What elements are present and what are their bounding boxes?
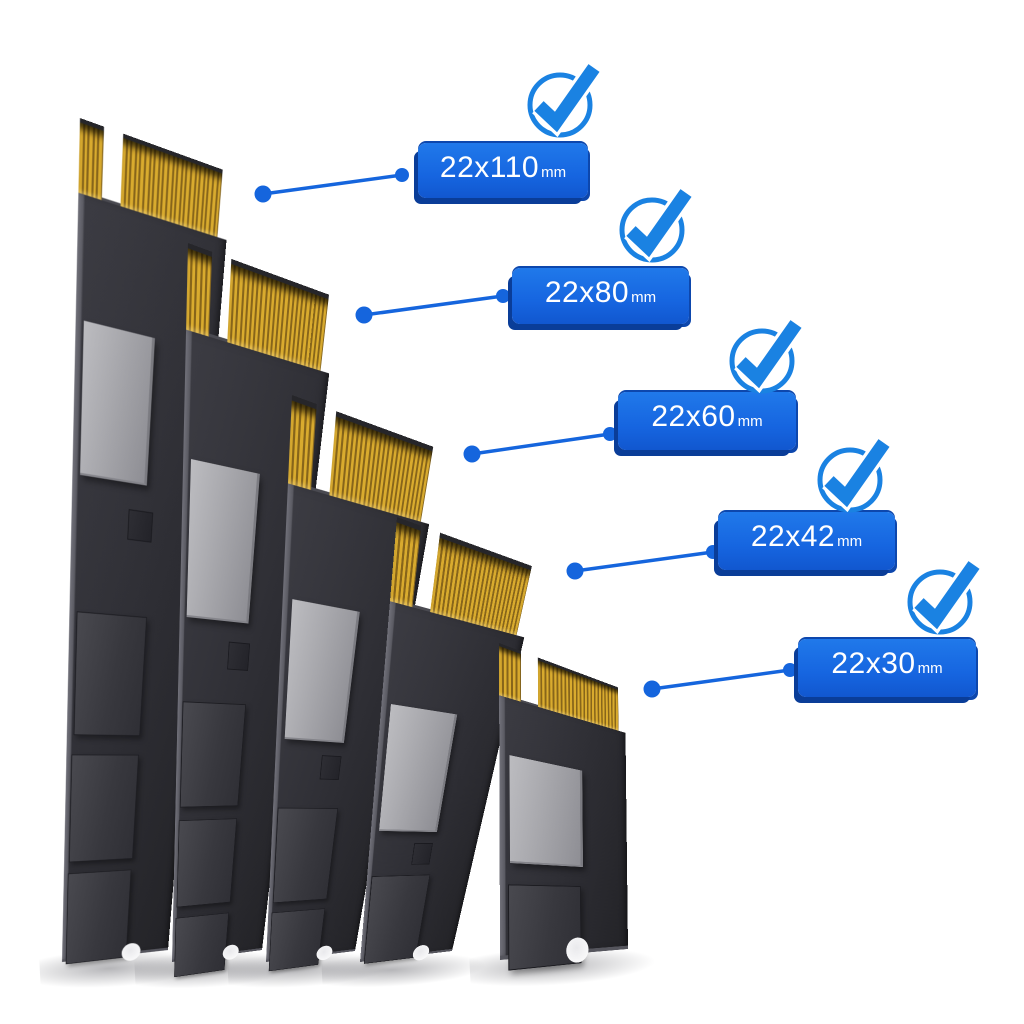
controller-chip <box>186 458 260 624</box>
mounting-notch <box>566 936 589 964</box>
connector-pins-left <box>186 243 213 337</box>
small-component-chip <box>127 509 154 543</box>
size-label: 22x110 <box>439 151 540 184</box>
small-component-chip <box>319 755 342 781</box>
unit-label: mm <box>631 289 657 306</box>
leader-dot <box>603 427 617 441</box>
pcb-body <box>499 695 628 971</box>
leader-dot <box>355 306 373 324</box>
leader-dot <box>566 562 584 580</box>
check-circle-icon <box>817 437 893 513</box>
check-circle-icon <box>527 62 603 138</box>
size-label: 22x30 <box>831 647 916 680</box>
size-label: 22x60 <box>651 400 736 433</box>
ssd-card-22x30 <box>499 643 628 971</box>
nand-flash-chip <box>179 701 247 808</box>
size-label: 22x80 <box>544 276 630 309</box>
nand-flash-chip <box>272 807 339 904</box>
unit-label: mm <box>541 164 567 181</box>
leader-dot <box>643 680 661 698</box>
size-label: 22x42 <box>750 520 836 553</box>
nand-flash-chip <box>68 754 139 863</box>
controller-chip <box>379 704 458 833</box>
small-component-chip <box>227 641 251 671</box>
connector-pins-left <box>499 643 522 702</box>
leader-line <box>471 432 611 456</box>
leader-line <box>574 550 714 573</box>
leader-dot <box>254 185 272 203</box>
check-circle-icon <box>729 318 805 394</box>
controller-chip <box>509 755 584 868</box>
unit-label: mm <box>837 533 863 550</box>
small-component-chip <box>411 843 433 865</box>
leader-line <box>651 668 791 691</box>
controller-chip <box>284 599 360 743</box>
nand-flash-chip <box>268 908 326 972</box>
nand-flash-chip <box>176 818 238 908</box>
nand-flash-chip <box>174 912 229 978</box>
leader-dot <box>395 168 409 182</box>
unit-label: mm <box>917 660 943 677</box>
leader-dot <box>463 445 481 463</box>
check-circle-icon <box>619 187 695 263</box>
leader-line <box>363 294 504 317</box>
unit-label: mm <box>737 413 763 430</box>
nand-flash-chip <box>73 611 148 737</box>
controller-chip <box>80 320 155 486</box>
connector-pins-left <box>78 118 105 201</box>
connector-pins-left <box>287 395 317 491</box>
leader-line <box>262 173 403 196</box>
leader-dot <box>783 663 797 677</box>
check-circle-icon <box>907 559 983 635</box>
leader-dot <box>496 289 510 303</box>
